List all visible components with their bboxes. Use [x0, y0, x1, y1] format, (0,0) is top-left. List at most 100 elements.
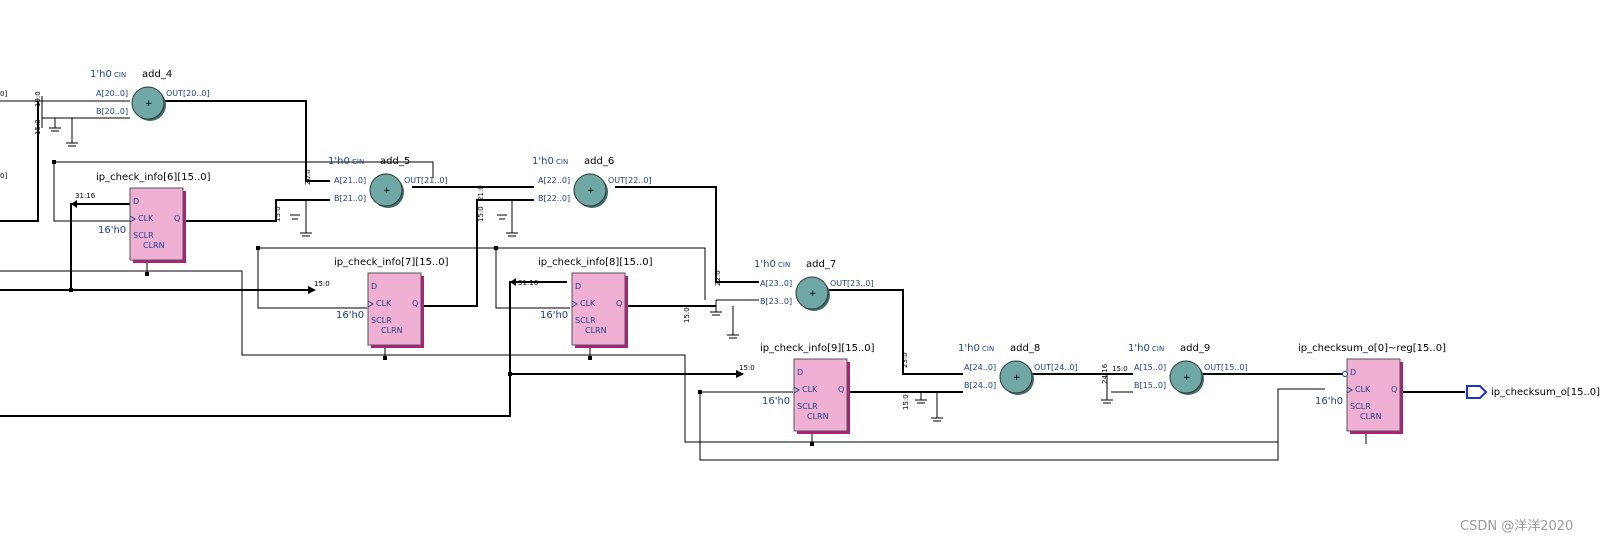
- register-ip-check-info-6[interactable]: ip_check_info[6][15..0] D CLK Q SCLR CLR…: [96, 172, 211, 263]
- adder-a-port: A[20..0]: [96, 89, 128, 98]
- output-port-ip-checksum-o[interactable]: ip_checksum_o[15..0]: [1466, 385, 1600, 399]
- wire-reg7-q: [422, 199, 534, 307]
- plus-symbol: +: [383, 186, 391, 196]
- adder-circle: [999, 360, 1033, 394]
- pin-clrn: CLRN: [585, 326, 607, 335]
- register-name: ip_check_info[6][15..0]: [96, 172, 211, 183]
- adder-add-5[interactable]: + add_5 1'h0 CIN A[21..0] B[21..0] OUT[2…: [328, 156, 448, 208]
- bus-label-31-16-a: 31:16: [75, 192, 96, 200]
- adder-b-port: B[23..0]: [760, 297, 792, 306]
- ground-add9: [1101, 374, 1113, 404]
- plus-symbol: +: [587, 186, 595, 196]
- adder-circle: [795, 276, 829, 310]
- register-init: 16'h0: [540, 310, 568, 321]
- clock-triangle-icon: [793, 386, 800, 394]
- pin-clrn: CLRN: [807, 412, 829, 421]
- edge-label-mid: 0]: [0, 172, 7, 180]
- register-name: ip_check_info[8][15..0]: [538, 257, 653, 268]
- pin-clk: CLK: [1355, 385, 1371, 394]
- pin-d: D: [1350, 368, 1356, 377]
- wire-ctrl-3: [699, 392, 1279, 461]
- pin-clk: CLK: [376, 299, 392, 308]
- bus-label-31-16-b: 31:16: [518, 279, 539, 287]
- register-body: [1346, 358, 1401, 432]
- wires: 0] 0]: [0, 90, 1465, 461]
- register-name: ip_check_info[9][15..0]: [760, 343, 875, 354]
- bus-label-19-0: 19:0: [34, 91, 42, 107]
- register-init: 16'h0: [336, 310, 364, 321]
- cin-label: CIN: [982, 345, 994, 353]
- clock-triangle-icon: [1346, 386, 1353, 394]
- arrow-reg8-d: [510, 278, 516, 286]
- pin-sclr: SCLR: [1350, 402, 1371, 411]
- pin-d: D: [797, 368, 803, 377]
- pin-q: Q: [838, 385, 844, 394]
- pin-clk: CLK: [802, 385, 818, 394]
- bus-label-15-0-h: 15:0: [1112, 365, 1128, 373]
- wire-left-1: [0, 101, 39, 222]
- wire-reg9-d: [0, 373, 743, 417]
- adder-add-9[interactable]: + add_9 1'h0 CIN A[15..0] B[15..0] OUT[1…: [1128, 343, 1248, 395]
- wire-reg6-clk: [53, 162, 130, 222]
- adder-add-4[interactable]: + add_4 1'h0 CIN A[20..0] B[20..0] OUT[2…: [90, 69, 210, 121]
- wire-reg7-clk: [257, 248, 367, 309]
- adder-name: add_7: [806, 259, 836, 270]
- pin-d: D: [575, 282, 581, 291]
- cin-label: CIN: [1152, 345, 1164, 353]
- bus-label-15-0-c: 15:0: [314, 280, 330, 288]
- cin-value: 1'h0: [532, 156, 554, 167]
- pin-d: D: [133, 197, 139, 206]
- adder-add-8[interactable]: + add_8 1'h0 CIN A[24..0] B[24..0] OUT[2…: [958, 343, 1078, 395]
- adder-circle: [369, 173, 403, 207]
- wire-ctrl-1: [54, 161, 434, 178]
- register-name: ip_check_info[7][15..0]: [334, 257, 449, 268]
- adder-out-port: OUT[24..0]: [1034, 363, 1078, 372]
- bus-width-labels: 19:0 15:0 31:16 20:0 15:0 15:0 21:0 15:0…: [34, 91, 1128, 410]
- register-body: [129, 187, 184, 261]
- adder-out-port: OUT[21..0]: [404, 176, 448, 185]
- adder-name: add_8: [1010, 343, 1040, 354]
- pin-sclr: SCLR: [133, 231, 154, 240]
- bus-label-23-0: 23:0: [901, 352, 909, 368]
- register-name: ip_checksum_o[0]~reg[15..0]: [1298, 343, 1446, 354]
- wire-add6-out: [615, 186, 759, 283]
- register-body: [367, 272, 422, 346]
- clock-triangle-icon: [571, 300, 578, 308]
- adder-add-7[interactable]: + add_7 1'h0 CIN A[23..0] B[23..0] OUT[2…: [754, 259, 874, 311]
- arrow-reg6-d: [71, 200, 77, 208]
- cin-label: CIN: [778, 261, 790, 269]
- wire-reg6-q: [186, 199, 330, 222]
- pin-clk: CLK: [138, 214, 154, 223]
- wire-add4-out: [164, 100, 330, 182]
- plus-symbol: +: [1013, 373, 1021, 383]
- bus-label-15-0-f: 15:0: [739, 364, 755, 372]
- adder-out-port: OUT[20..0]: [166, 89, 210, 98]
- adder-circle: [573, 173, 607, 207]
- register-body: [571, 272, 626, 346]
- adder-name: add_5: [380, 156, 410, 167]
- wire-add7-out: [828, 289, 963, 375]
- register-ip-check-info-7[interactable]: ip_check_info[7][15..0] D CLK Q SCLR CLR…: [334, 257, 449, 348]
- output-port-label: ip_checksum_o[15..0]: [1491, 387, 1600, 398]
- register-ip-checksum-o[interactable]: ip_checksum_o[0]~reg[15..0] D CLK Q SCLR…: [1298, 343, 1446, 434]
- register-ip-check-info-9[interactable]: ip_check_info[9][15..0] D CLK Q SCLR CLR…: [760, 343, 875, 434]
- adder-name: add_9: [1180, 343, 1210, 354]
- bus-label-15-0-d: 15:0: [477, 206, 485, 222]
- pin-clrn: CLRN: [1360, 412, 1382, 421]
- adder-a-port: A[23..0]: [760, 279, 792, 288]
- adder-circle: [131, 86, 165, 120]
- cin-value: 1'h0: [1128, 343, 1150, 354]
- pin-clrn: CLRN: [143, 241, 165, 250]
- junctions: [52, 160, 814, 446]
- register-ip-check-info-8[interactable]: ip_check_info[8][15..0] D CLK Q SCLR CLR…: [538, 257, 653, 348]
- adder-a-port: A[24..0]: [964, 363, 996, 372]
- clock-triangle-icon: [367, 300, 374, 308]
- adder-add-6[interactable]: + add_6 1'h0 CIN A[22..0] B[22..0] OUT[2…: [532, 156, 652, 208]
- register-body: [793, 358, 848, 432]
- pin-q: Q: [412, 299, 418, 308]
- bus-label-15-0-e: 15:0: [683, 307, 691, 323]
- pin-q: Q: [616, 299, 622, 308]
- bus-label-15-0-b: 15:0: [274, 206, 282, 222]
- plus-symbol: +: [1183, 373, 1191, 383]
- ground-add5: [290, 200, 312, 237]
